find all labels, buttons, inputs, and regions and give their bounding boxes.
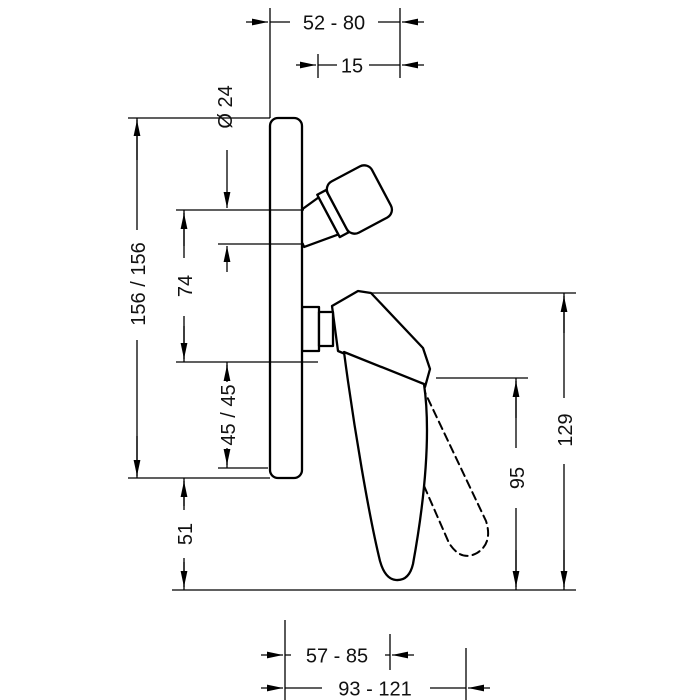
dim-label-right-outer: 129 [555, 413, 577, 446]
mixer-shapes [268, 116, 490, 582]
handle-lever-dashed [388, 362, 490, 557]
dim-label-left-lower: 51 [175, 523, 197, 545]
dim-label-top-width: 52 - 80 [303, 13, 365, 35]
escutcheon-plate [268, 116, 304, 480]
spout [288, 164, 394, 249]
dim-label-bottom-inner: 57 - 85 [306, 646, 368, 668]
dimension-arrows [133, 18, 568, 692]
dimension-labels: 52 - 80 15 Ø 24 156 / 156 74 45 / 45 51 … [128, 13, 577, 700]
dim-label-bottom-outer: 93 - 121 [338, 679, 411, 700]
spout-head [325, 164, 394, 235]
dim-label-top-offset: 15 [341, 56, 363, 78]
handle-lever [342, 350, 429, 582]
label-masks [123, 10, 578, 700]
dim-label-left-upper: 74 [175, 275, 197, 297]
dim-label-left-mid: 45 / 45 [218, 384, 240, 445]
extension-lines [128, 8, 576, 700]
dim-label-diameter: Ø 24 [215, 85, 237, 128]
dim-label-right-inner: 95 [507, 467, 529, 489]
dim-label-left-total: 156 / 156 [128, 242, 150, 325]
handle-adapter [300, 305, 335, 353]
